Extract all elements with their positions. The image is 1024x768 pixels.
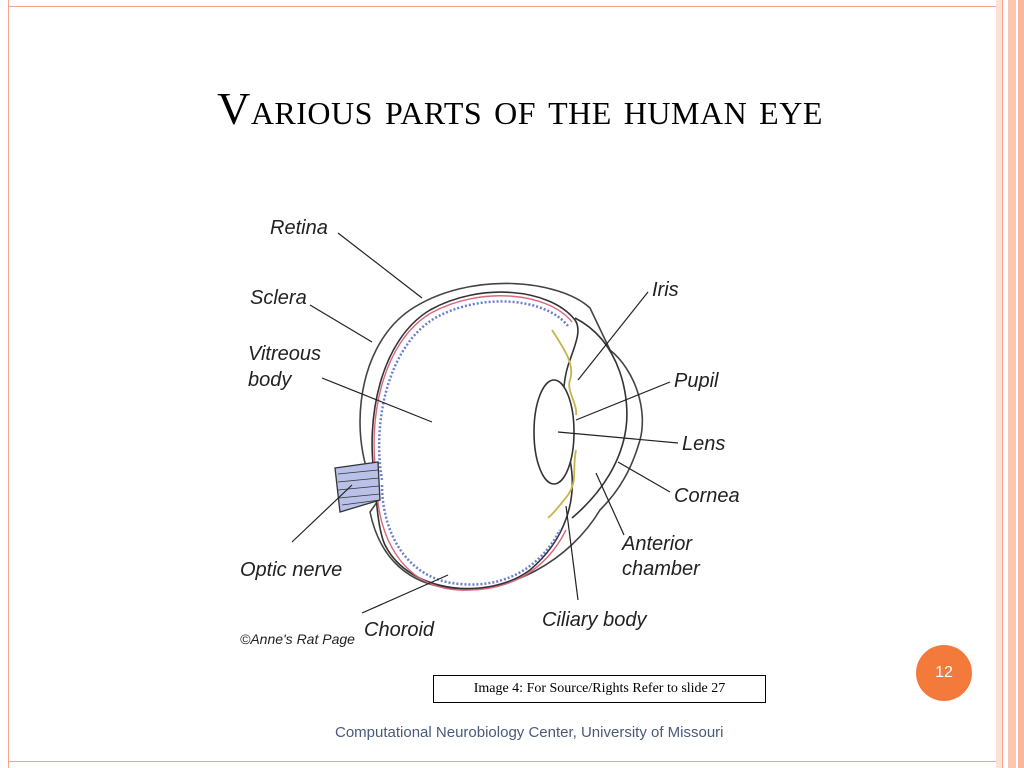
leader-cornea xyxy=(617,461,671,493)
leader-retina xyxy=(337,232,423,299)
retina-layer-lower xyxy=(380,484,562,586)
eye-diagram-svg: Retina Sclera Vitreous body Optic nerve … xyxy=(240,217,740,647)
slide-title: Various parts of the human eye xyxy=(217,83,823,134)
label-iris: Iris xyxy=(652,279,679,301)
label-choroid: Choroid xyxy=(364,619,435,641)
label-cornea: Cornea xyxy=(674,485,740,507)
label-retina: Retina xyxy=(270,217,328,239)
label-lens: Lens xyxy=(682,433,725,455)
label-pupil: Pupil xyxy=(674,370,719,392)
eye-diagram: Retina Sclera Vitreous body Optic nerve … xyxy=(230,200,790,660)
slide-frame-bottom xyxy=(0,761,1024,768)
choroid-layer xyxy=(373,295,573,481)
ciliary-shape xyxy=(547,449,577,519)
leader-ciliary xyxy=(565,505,579,601)
optic-nerve-shape xyxy=(334,461,381,513)
leader-anterior xyxy=(595,472,625,536)
choroid-layer-lower xyxy=(376,484,567,591)
label-ciliary-body: Ciliary body xyxy=(542,609,647,631)
leader-optic-nerve xyxy=(291,484,353,543)
image-caption: Image 4: For Source/Rights Refer to slid… xyxy=(433,675,766,703)
slide-number-badge: 12 xyxy=(916,645,972,701)
label-sclera: Sclera xyxy=(250,287,307,309)
leader-vitreous xyxy=(321,377,433,423)
lens-shape xyxy=(533,379,575,485)
leader-iris xyxy=(577,291,649,381)
label-vitreous-1: Vitreous xyxy=(248,343,321,365)
leader-pupil xyxy=(575,381,671,421)
label-anterior-1: Anterior xyxy=(621,533,693,555)
cornea-shape xyxy=(571,317,628,519)
label-anterior-2: chamber xyxy=(622,558,701,580)
leader-lens xyxy=(557,431,679,444)
label-vitreous-2: body xyxy=(248,369,292,391)
slide-frame-top xyxy=(0,0,1024,7)
slide-frame-right xyxy=(996,0,1024,768)
slide-footer: Computational Neurobiology Center, Unive… xyxy=(335,724,724,741)
iris-shape xyxy=(551,329,578,416)
label-optic-nerve: Optic nerve xyxy=(240,559,342,581)
leader-choroid xyxy=(361,574,449,614)
slide-frame-left xyxy=(0,0,9,768)
leader-sclera xyxy=(309,304,373,343)
diagram-credit: ©Anne's Rat Page xyxy=(240,631,355,647)
